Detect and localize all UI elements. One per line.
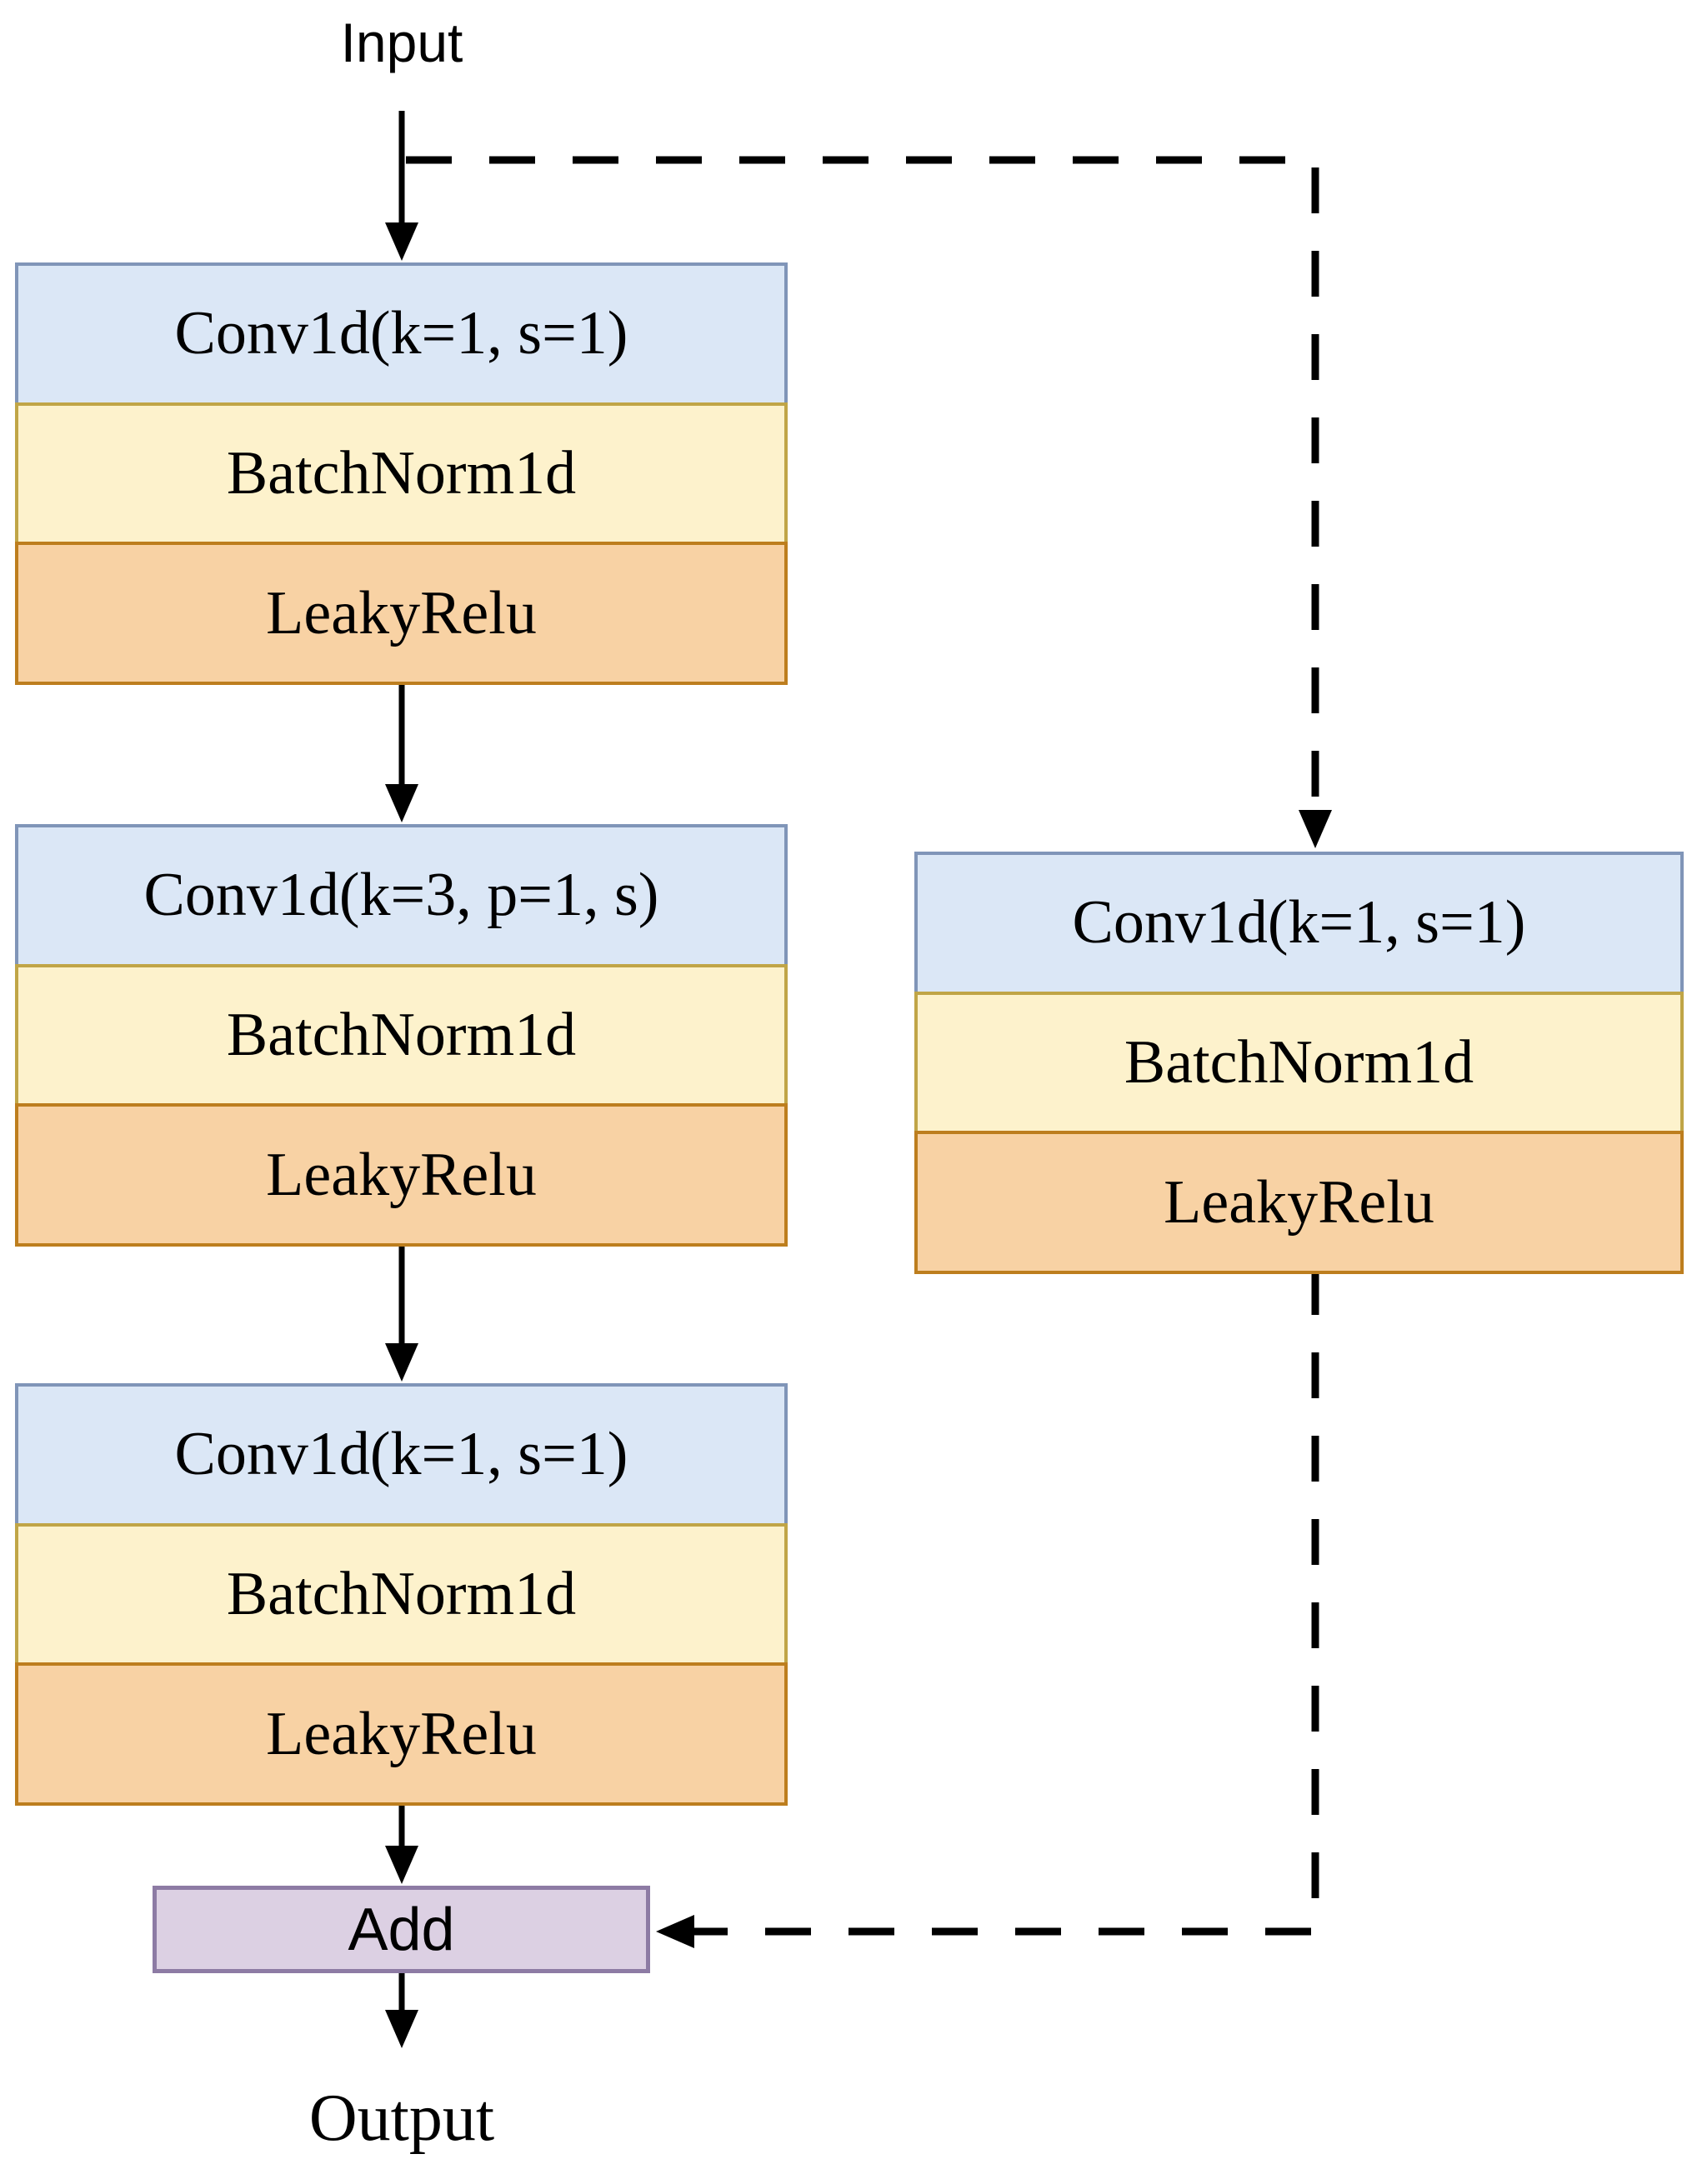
main-branch-block-2: Conv1d(k=3, p=1, s) BatchNorm1d LeakyRel…: [15, 824, 788, 1247]
arrowhead-into-add: [385, 1846, 418, 1884]
conv1d-layer: Conv1d(k=3, p=1, s): [15, 824, 788, 967]
conv1d-layer: Conv1d(k=1, s=1): [914, 852, 1684, 995]
arrowhead-into-output: [385, 2010, 418, 2048]
add-node: Add: [153, 1886, 650, 1973]
input-label: Input: [340, 12, 463, 73]
arrowhead-into-block2: [385, 784, 418, 822]
output-label: Output: [308, 2082, 495, 2155]
leakyrelu-layer: LeakyRelu: [15, 1103, 788, 1247]
main-branch-block-1: Conv1d(k=1, s=1) BatchNorm1d LeakyRelu: [15, 262, 788, 686]
main-branch-block-3: Conv1d(k=1, s=1) BatchNorm1d LeakyRelu: [15, 1383, 788, 1807]
conv1d-layer: Conv1d(k=1, s=1): [15, 1383, 788, 1527]
leakyrelu-layer: LeakyRelu: [15, 1662, 788, 1807]
arrowhead-into-block1: [385, 222, 418, 261]
conv1d-layer: Conv1d(k=1, s=1): [15, 262, 788, 406]
arrowhead-into-shortcut-block: [1299, 810, 1332, 848]
shortcut-block: Conv1d(k=1, s=1) BatchNorm1d LeakyRelu: [914, 852, 1684, 1275]
input-to-shortcut-dashed-line: [406, 156, 1319, 815]
leakyrelu-layer: LeakyRelu: [15, 542, 788, 686]
arrowhead-shortcut-into-add: [656, 1915, 694, 1948]
arrowhead-into-block3: [385, 1343, 418, 1382]
batchnorm1d-layer: BatchNorm1d: [15, 1522, 788, 1667]
batchnorm1d-layer: BatchNorm1d: [15, 402, 788, 546]
batchnorm1d-layer: BatchNorm1d: [15, 963, 788, 1107]
batchnorm1d-layer: BatchNorm1d: [914, 991, 1684, 1135]
leakyrelu-layer: LeakyRelu: [914, 1131, 1684, 1275]
